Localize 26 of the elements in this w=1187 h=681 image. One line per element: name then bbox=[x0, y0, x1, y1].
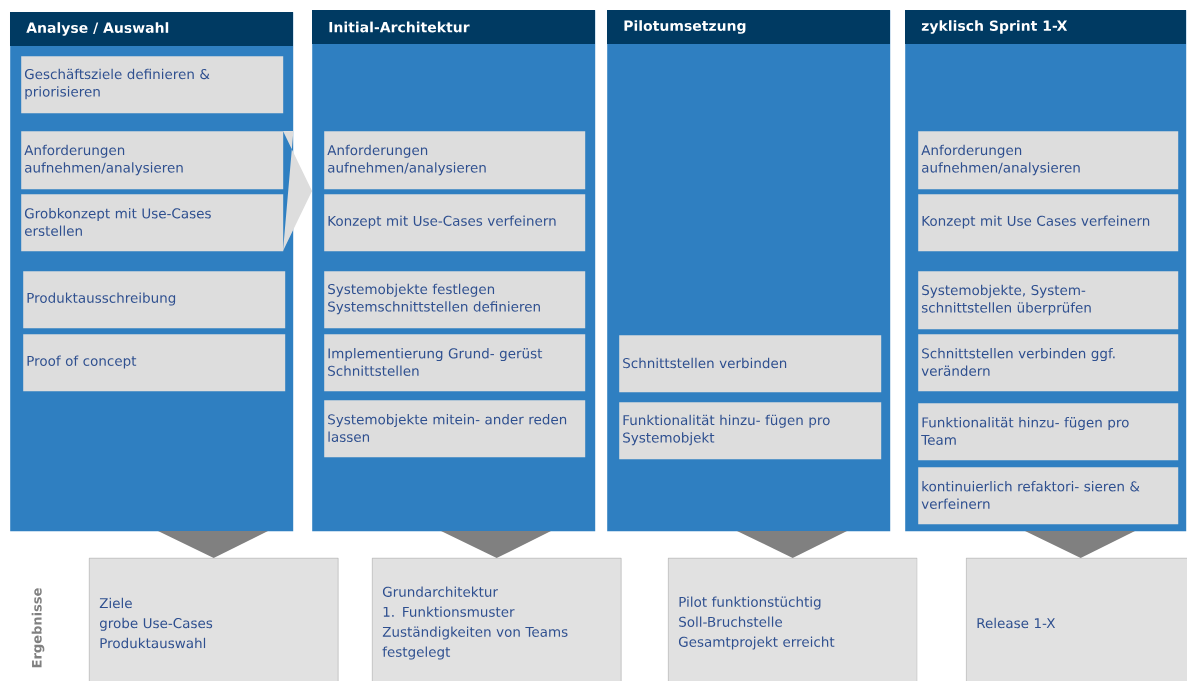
task-box: Funktionalität hinzu- fügen pro Systemobjekt bbox=[619, 402, 882, 460]
down-arrow bbox=[1025, 531, 1135, 558]
task-box: Proof of concept bbox=[23, 334, 286, 392]
row-label: Ergebnisse bbox=[31, 588, 45, 668]
task-box: Schnittstellen verbinden bbox=[619, 335, 882, 393]
task-box: Konzept mit Use-Cases verfeinern bbox=[324, 194, 586, 252]
result-box: Ziele grobe Use-Cases Produktauswahl bbox=[89, 558, 339, 681]
task-box: Geschäftsziele definieren & priorisieren bbox=[21, 56, 284, 114]
down-arrow bbox=[737, 531, 847, 558]
task-box: Systemobjekte, System- schnittstellen überprüfen bbox=[918, 271, 1179, 330]
task-box: kontinuierlich refaktori- sieren & verfeinern bbox=[918, 467, 1179, 525]
result-box: Grundarchitektur 1. Funktionsmuster Zuständigkeiten von Teams festgelegt bbox=[372, 558, 622, 681]
chevron-arrow bbox=[283, 131, 312, 251]
task-box: Konzept mit Use Cases verfeinern bbox=[918, 194, 1179, 252]
task-box: Systemobjekte festlegen Systemschnittstellen definieren bbox=[324, 271, 586, 329]
task-box: Anforderungen aufnehmen/analysieren bbox=[324, 131, 586, 190]
task-box: Funktionalität hinzu- fügen pro Team bbox=[918, 403, 1179, 461]
task-box: Anforderungen aufnehmen/analysieren bbox=[918, 131, 1179, 190]
down-arrow bbox=[441, 531, 551, 558]
task-box: Implementierung Grund- gerüst Schnittstellen bbox=[324, 334, 586, 392]
task-box: Systemobjekte mitein- ander reden lassen bbox=[324, 400, 586, 458]
task-box: Produktausschreibung bbox=[23, 271, 286, 329]
result-box: Pilot funktionstüchtig Soll-Bruchstelle Gesamtprojekt erreicht bbox=[668, 558, 918, 681]
task-box: Schnittstellen verbinden ggf. verändern bbox=[918, 334, 1179, 392]
result-box: Release 1-X bbox=[966, 558, 1187, 681]
down-arrow bbox=[158, 531, 268, 558]
